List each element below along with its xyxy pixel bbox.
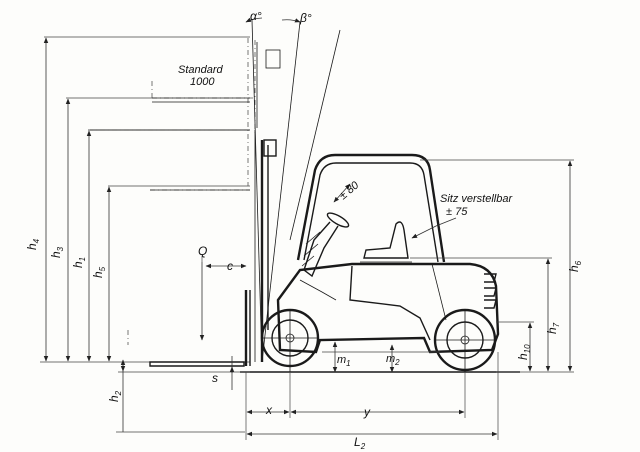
load-arrow	[199, 256, 247, 341]
label-free-lift: s	[212, 371, 218, 385]
height-extension-lines	[40, 36, 250, 373]
dim-h7	[410, 257, 552, 372]
seat	[360, 217, 457, 263]
raised-fork-phantoms	[88, 38, 256, 345]
label-standard: Standard	[178, 64, 224, 76]
label-seat-range: ± 75	[446, 206, 468, 218]
dim-h10	[496, 321, 534, 372]
dim-y	[290, 372, 466, 418]
label-m1: m1	[337, 354, 351, 368]
chassis	[276, 262, 500, 354]
label-h2: h2	[107, 390, 123, 402]
tilt-lines	[245, 17, 341, 363]
label-h1: h1	[71, 257, 87, 268]
label-m2: m2	[386, 353, 400, 367]
fork-lowered	[149, 290, 251, 367]
dim-h2	[116, 359, 245, 433]
label-wheelbase: y	[363, 405, 371, 419]
fork-standard	[90, 97, 250, 191]
tilt-indicator	[333, 183, 351, 203]
label-h5: h5	[91, 266, 107, 278]
label-beta: β°	[299, 11, 312, 25]
clearance-markers	[322, 341, 440, 373]
dim-L2	[246, 352, 499, 440]
overhead-guard	[296, 153, 446, 263]
label-L2: L2	[354, 435, 366, 451]
dim-x	[245, 372, 291, 440]
label-standard-height: 1000	[190, 76, 215, 88]
steering	[301, 212, 350, 278]
label-load-center: c	[227, 259, 233, 273]
label-h3: h3	[49, 246, 65, 258]
label-seat: Sitz verstellbar	[440, 193, 513, 205]
label-h6: h6	[567, 260, 583, 272]
label-h10: h10	[516, 344, 532, 360]
label-load: Q	[198, 244, 207, 258]
mast	[254, 42, 281, 362]
label-alpha: α°	[250, 9, 262, 23]
label-h4: h4	[25, 238, 41, 250]
label-tilt: ± 80	[337, 179, 362, 202]
label-overhang: x	[265, 403, 273, 417]
rear-wheel	[433, 308, 497, 372]
label-h7: h7	[545, 322, 561, 334]
front-wheel	[260, 308, 320, 372]
dim-h6	[420, 159, 574, 372]
